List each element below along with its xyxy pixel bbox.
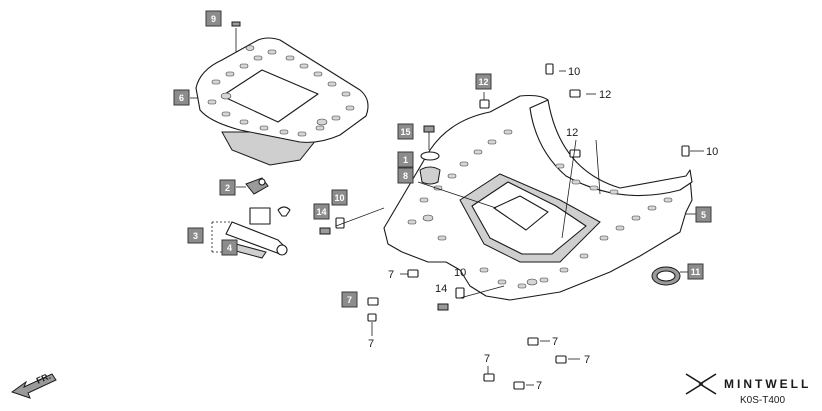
reference-code: K0S-T400 [740, 395, 785, 406]
callout-plain-10a: 10 [568, 66, 580, 78]
plain-callouts: 10 12 12 10 7 10 14 7 7 7 7 7 [368, 66, 718, 392]
svg-text:15: 15 [400, 127, 410, 137]
svg-text:1: 1 [403, 155, 408, 165]
floor-panel-part [383, 94, 693, 301]
callout-plain-7c: 7 [552, 336, 558, 348]
floor-slots [407, 129, 673, 289]
clip-part [245, 177, 269, 195]
callout-plain-12a: 12 [599, 89, 611, 101]
brand-name: MINTWELL [724, 377, 811, 391]
callout-10: 10 [331, 189, 348, 206]
callout-plain-7e: 7 [484, 353, 490, 365]
callout-12: 12 [475, 73, 492, 90]
callout-9: 9 [205, 10, 222, 27]
bolt-grommet-parts [419, 125, 441, 185]
svg-text:10: 10 [334, 193, 344, 203]
callout-8: 8 [397, 167, 414, 184]
svg-text:4: 4 [227, 243, 232, 253]
boxed-callouts: 9 6 2 3 4 14 10 12 15 1 8 5 11 7 [173, 10, 712, 308]
callout-plain-14: 14 [435, 283, 447, 295]
callout-6: 6 [173, 89, 190, 106]
luggage-rack-part [195, 21, 369, 166]
brand-logo: MINTWELL [685, 373, 811, 395]
callout-11: 11 [687, 263, 704, 280]
svg-text:8: 8 [403, 171, 408, 181]
callout-plain-10c: 10 [454, 267, 466, 279]
small-fasteners [319, 63, 690, 390]
callout-plain-7a: 7 [388, 269, 394, 281]
callout-1: 1 [397, 151, 414, 168]
svg-text:12: 12 [478, 77, 488, 87]
callout-plain-10b: 10 [706, 146, 718, 158]
callout-plain-7b: 7 [368, 338, 374, 350]
svg-text:9: 9 [211, 14, 216, 24]
callout-14: 14 [313, 203, 330, 220]
front-direction-arrow: FR. [10, 371, 57, 399]
callout-3: 3 [187, 227, 204, 244]
callout-plain-12b: 12 [566, 127, 578, 139]
callout-5: 5 [695, 206, 712, 223]
callout-15: 15 [397, 123, 414, 140]
svg-text:6: 6 [179, 93, 184, 103]
callout-4: 4 [221, 239, 238, 256]
leader-lines [190, 70, 704, 386]
svg-text:3: 3 [193, 231, 198, 241]
svg-text:7: 7 [347, 295, 352, 305]
bracket-part [211, 206, 291, 259]
callout-7: 7 [341, 291, 358, 308]
rack-slots [207, 45, 355, 137]
svg-text:14: 14 [316, 207, 326, 217]
clamp-part [651, 266, 688, 286]
svg-text:11: 11 [691, 267, 701, 277]
svg-text:5: 5 [701, 210, 706, 220]
callout-plain-7f: 7 [536, 380, 542, 392]
svg-text:2: 2 [225, 183, 230, 193]
callout-plain-7d: 7 [584, 354, 590, 366]
callout-2: 2 [219, 179, 236, 196]
